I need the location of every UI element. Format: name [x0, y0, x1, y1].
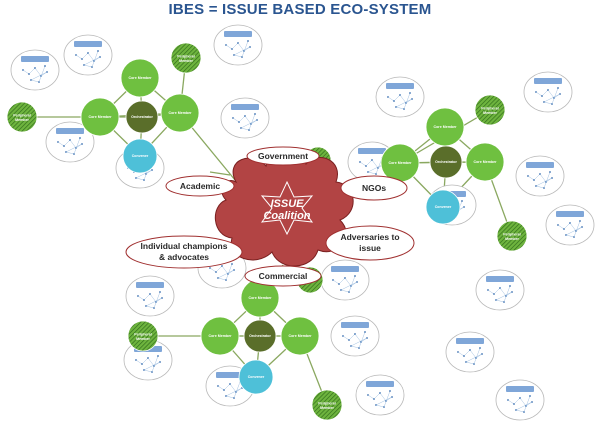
convener-node-label: Convener [435, 205, 452, 209]
mini-network-thumbnail [515, 155, 565, 197]
coalition-star-shape [260, 180, 314, 236]
peripheral-member-node-label-2: Member [15, 118, 29, 122]
peripheral-member-node-label-2: Member [320, 406, 334, 410]
peripheral-member-node-label: Peripheral [134, 333, 152, 337]
core-member-node-label: Core Member [474, 160, 498, 164]
center-label-line1: ISSUE [270, 198, 304, 210]
orchestrator-node-label: Orchestrator [249, 334, 271, 338]
orchestrator-node: Orchestrator [429, 145, 463, 179]
peripheral-member-node-label: Peripheral [318, 402, 336, 406]
stakeholder-ngos: NGOs [340, 175, 408, 201]
center-label-line2: Coalition [263, 210, 310, 222]
stakeholder-government: Government [246, 146, 320, 166]
convener-node-label: Convener [132, 154, 149, 158]
mini-network-thumbnail [320, 259, 370, 301]
core-member-node-label: Core Member [169, 111, 193, 115]
peripheral-member-node-label: Peripheral [503, 233, 521, 237]
government-label: Government [258, 151, 308, 161]
convener-node: Convener [425, 189, 461, 225]
core-member-node: Core Member [120, 58, 160, 98]
mini-network-thumbnail [475, 269, 525, 311]
adversaries-label-line2: issue [359, 243, 381, 253]
mini-network-thumbnail [213, 24, 263, 66]
peripheral-member-node-label-2: Member [179, 59, 193, 63]
mini-network-thumbnail [445, 331, 495, 373]
mini-network-thumbnail [523, 71, 573, 113]
mini-network-thumbnail [10, 49, 60, 91]
core-member-node: Core Member [200, 316, 240, 356]
individual-label-line1: Individual champions [141, 241, 228, 251]
core-member-node: Core Member [465, 142, 505, 182]
core-member-node-label: Core Member [249, 296, 273, 300]
stakeholder-academic: Academic [165, 175, 235, 197]
connector-line [209, 171, 231, 176]
core-member-node-label: Core Member [209, 334, 233, 338]
orchestrator-node-label: Orchestrator [131, 115, 153, 119]
core-member-node: Core Member [80, 97, 120, 137]
core-member-node: Core Member [425, 107, 465, 147]
mini-network-thumbnail [220, 97, 270, 139]
mini-network-thumbnail [355, 374, 405, 416]
adversaries-label-line1: Adversaries to [340, 232, 399, 242]
convener-node: Convener [238, 359, 274, 395]
stakeholder-commercial: Commercial [244, 265, 322, 287]
peripheral-member-node-label-2: Member [505, 237, 519, 241]
core-member-node-label: Core Member [434, 125, 458, 129]
commercial-label: Commercial [259, 271, 308, 281]
diagram-title: IBES = ISSUE BASED ECO-SYSTEM [168, 1, 432, 18]
core-member-node-label: Core Member [89, 115, 113, 119]
core-member-node-label: Core Member [289, 334, 313, 338]
mini-network-thumbnail [330, 315, 380, 357]
mini-network-thumbnail [545, 204, 595, 246]
core-member-node: Core Member [160, 93, 200, 133]
peripheral-member-node-label: Peripheral [13, 114, 31, 118]
individual-label-line2: & advocates [159, 252, 209, 262]
core-member-node-label: Core Member [129, 76, 153, 80]
mini-network-thumbnail [375, 76, 425, 118]
mini-network-thumbnail [45, 121, 95, 163]
peripheral-member-node-label-2: Member [483, 111, 497, 115]
core-member-node: Core Member [380, 143, 420, 183]
ngos-label: NGOs [362, 183, 386, 193]
orchestrator-node: Orchestrator [125, 100, 159, 134]
mini-network-thumbnail [495, 379, 545, 421]
mini-network-thumbnail [125, 275, 175, 317]
peripheral-member-node-label: Peripheral [481, 107, 499, 111]
stakeholder-adversaries: Adversaries to issue [325, 225, 415, 261]
convener-node: Convener [122, 138, 158, 174]
mini-network-thumbnail [63, 34, 113, 76]
peripheral-member-node-label: Peripheral [177, 55, 195, 59]
core-member-node: Core Member [280, 316, 320, 356]
orchestrator-node: Orchestrator [243, 319, 277, 353]
convener-node-label: Convener [248, 375, 265, 379]
stakeholder-individual-champions: Individual champions & advocates [125, 235, 243, 269]
core-member-node-label: Core Member [389, 161, 413, 165]
peripheral-member-node-label-2: Member [136, 337, 150, 341]
academic-label: Academic [180, 181, 220, 191]
orchestrator-node-label: Orchestrator [435, 160, 457, 164]
